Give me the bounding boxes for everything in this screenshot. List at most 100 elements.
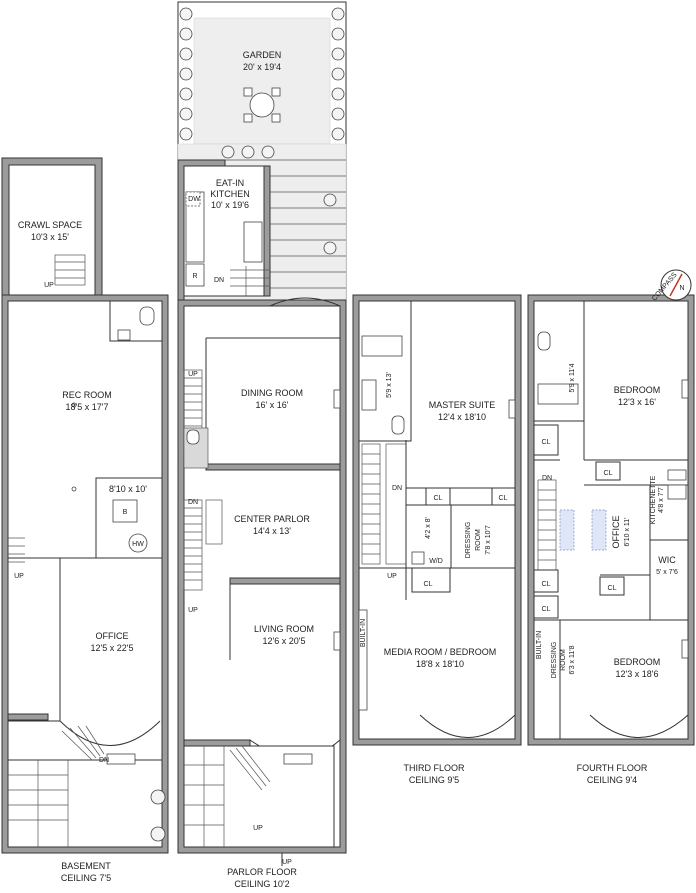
fourth-stairs (537, 479, 557, 571)
parlor-stair-up-2: UP (188, 607, 198, 614)
third-closet-2: CL (499, 495, 508, 502)
basement-front-areaway (7, 759, 163, 848)
stoop-stairs (184, 745, 271, 847)
parlor-wall (183, 739, 251, 747)
third-dressing-name-2: ROOM (475, 529, 482, 551)
closet-icon (491, 487, 516, 506)
kitchen-name-1: EAT-IN (216, 178, 244, 188)
third-ceiling: CEILING 9'5 (409, 775, 459, 785)
kitchenette-name: KITCHENETTE (650, 475, 657, 524)
fourth-closet-4: CL (542, 606, 551, 613)
bedroom-2-size: 12'3 x 18'6 (616, 669, 659, 679)
garden-name: GARDEN (243, 50, 282, 60)
wic-size: 5' x 7'6 (656, 569, 678, 576)
basement-office-name: OFFICE (96, 631, 129, 641)
third-bath-size: 5'9 x 13' (386, 372, 393, 398)
rec-room-size: 18'5 x 17'7 (66, 402, 109, 412)
basement-interior-stairs (61, 725, 105, 761)
basement-stair-up-1: UP (44, 282, 54, 289)
boiler-icon (112, 499, 138, 523)
parlor-wall (229, 577, 341, 585)
fourth-ceiling: CEILING 9'4 (587, 775, 637, 785)
stove-icon (667, 469, 687, 481)
planter-box-icon (283, 753, 313, 765)
water-heater-icon (128, 533, 148, 553)
garden-patio (193, 17, 331, 145)
parlor-stair-up-1: UP (188, 371, 198, 378)
third-stairs (361, 443, 407, 565)
kitchen-stairs (230, 266, 270, 296)
media-room-name: MEDIA ROOM / BEDROOM (384, 647, 497, 657)
closet-icon (533, 595, 559, 619)
fourth-outer-walls (527, 294, 695, 746)
third-outer-walls (352, 294, 522, 746)
basement-stair-up-2: UP (14, 573, 24, 580)
fourth-dressing-name-2: ROOM (560, 649, 567, 671)
fireplace-icon (681, 379, 689, 399)
dishwasher-icon (185, 191, 201, 207)
crawl-space-size: 10'3 x 15' (31, 232, 69, 242)
kitchenette-size: 4'8 x 7'7 (658, 487, 665, 513)
basement-side-stairs (8, 537, 25, 563)
fourth-dressing-name-1: DRESSING (551, 642, 558, 679)
fourth-partitions (534, 301, 688, 739)
fourth-office-name: OFFICE (611, 516, 621, 549)
fourth-closet-5: CL (608, 585, 617, 592)
basement-ceiling: CEILING 7'5 (61, 873, 111, 883)
fourth-floor-plan (527, 294, 695, 746)
third-dressing-name-1: DRESSING (465, 522, 472, 559)
toilet-icon (139, 306, 155, 326)
closet-icon (595, 461, 621, 481)
vanity-icon (361, 379, 377, 411)
fourth-bath-size: 5'9 x 11'4 (569, 363, 576, 392)
closet-icon (533, 569, 559, 593)
washer-dryer-label: W/D (429, 558, 443, 565)
living-room-name: LIVING ROOM (254, 624, 314, 634)
compass (660, 269, 692, 301)
stoop-stair-up: UP (253, 825, 263, 832)
third-closet-1: CL (434, 495, 443, 502)
fourth-office-size: 6'10 x 11' (624, 517, 631, 546)
kitchen-east-wall (263, 165, 271, 297)
built-in-cabinet (358, 609, 368, 711)
fourth-dressing-size: 6'3 x 11'8 (569, 645, 576, 674)
toilet-icon (391, 415, 405, 435)
kitchen-counter (185, 191, 263, 263)
fourth-closet-3: CL (542, 581, 551, 588)
fourth-floor-name: FOURTH FLOOR (577, 763, 648, 773)
basement-wall-segment (7, 713, 49, 721)
master-suite-size: 12'4 x 18'10 (438, 412, 486, 422)
fireplace-icon (508, 399, 516, 419)
closet-icon (411, 567, 451, 593)
toilet-icon (186, 429, 200, 445)
center-parlor-name: CENTER PARLOR (234, 514, 310, 524)
skylight-icon (559, 509, 575, 551)
third-closet-size: 4'2 x 8' (425, 517, 432, 539)
parlor-ceiling: CEILING 10'2 (234, 879, 289, 889)
storage-size: 8'10 x 10' (109, 484, 147, 494)
sink-icon (667, 484, 687, 500)
third-floor-plan (352, 294, 522, 746)
fourth-closet-2: CL (604, 470, 613, 477)
fireplace-icon (681, 639, 689, 659)
dishwasher-label: DW (188, 196, 200, 203)
parlor-stairs-main (183, 499, 223, 591)
media-room-size: 18'8 x 18'10 (416, 659, 464, 669)
kitchen-name-2: KITCHEN (210, 189, 250, 199)
toilet-icon (537, 331, 551, 351)
dining-room-size: 16' x 16' (256, 400, 289, 410)
third-stair-dn: DN (392, 485, 402, 492)
washer-icon (411, 551, 425, 565)
parlor-wall (205, 463, 341, 471)
bathtub-icon (361, 335, 403, 357)
parlor-plan (177, 1, 347, 866)
basement-floor-name: BASEMENT (61, 861, 111, 871)
third-floor-name: THIRD FLOOR (403, 763, 465, 773)
entry-stair-up: UP (282, 859, 292, 866)
post-icon (71, 402, 77, 408)
fireplace-icon (333, 389, 341, 409)
closet-icon (533, 424, 559, 456)
third-dressing-size: 7'8 x 10'7 (485, 525, 492, 555)
refrigerator-icon (185, 263, 205, 287)
